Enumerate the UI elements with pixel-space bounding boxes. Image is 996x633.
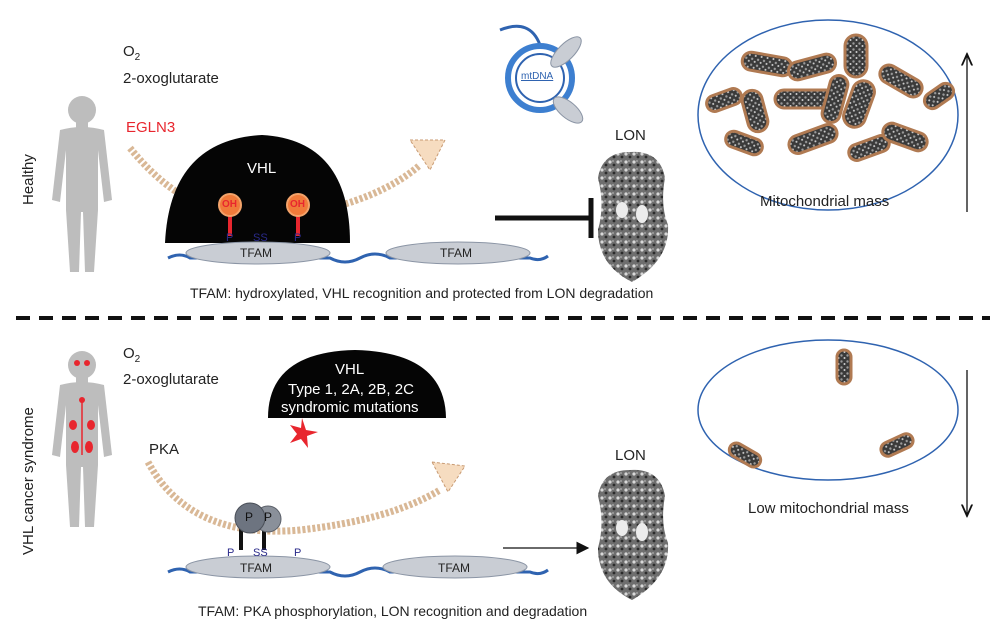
o2-text: O — [123, 43, 135, 60]
mtdna-label: mtDNA — [521, 71, 554, 82]
p-label-cancer-1: P — [227, 547, 235, 559]
vhl-dome — [165, 135, 350, 243]
oh-label-2: OH — [290, 199, 305, 210]
pka-arc-arrow — [144, 460, 442, 535]
cancer-caption: TFAM: PKA phosphorylation, LON recogniti… — [198, 603, 588, 619]
lon-protease-icon — [598, 469, 669, 600]
vhl-label: VHL — [247, 160, 277, 177]
lon-label-cancer: LON — [615, 447, 646, 464]
oxoglutarate-label-cancer: 2-oxoglutarate — [123, 371, 219, 388]
lon-protease-icon — [598, 151, 669, 282]
tfam-1-cancer — [185, 555, 331, 579]
low-mitochondrial-mass-label: Low mitochondrial mass — [748, 500, 909, 517]
tfam-2-cancer — [382, 555, 528, 579]
o2-text-cancer: O — [123, 345, 135, 362]
pka-label: PKA — [149, 441, 180, 458]
oxoglutarate-label: 2-oxoglutarate — [123, 70, 219, 87]
egln3-label: EGLN3 — [126, 119, 176, 136]
tfam-label-2: TFAM — [440, 246, 472, 260]
tfam-1-healthy — [185, 241, 331, 265]
vhl-mutant-dome — [268, 350, 446, 418]
phosphate-p-1: P — [245, 510, 254, 524]
o2-label-cancer: O2 — [123, 345, 140, 365]
phosphate-p-2: P — [264, 510, 273, 524]
tfam-2-healthy — [385, 241, 531, 265]
mutation-star-icon — [290, 418, 318, 448]
vhl-mutation-line2: syndromic mutations — [281, 399, 419, 416]
oh-label-1: OH — [222, 199, 237, 210]
ss-label: SS — [253, 232, 268, 244]
oh-group-2 — [286, 193, 310, 236]
mitochondria-container-healthy — [697, 19, 959, 211]
mtdna-icon — [499, 24, 584, 124]
healthy-caption: TFAM: hydroxylated, VHL recognition and … — [190, 285, 654, 301]
p-label-cancer-2: P — [294, 547, 302, 559]
cancer-row-label: VHL cancer syndrome — [20, 407, 37, 555]
healthy-row-label: Healthy — [20, 154, 37, 205]
o2-subscript-cancer: 2 — [134, 354, 141, 365]
tfam-label-cancer-1: TFAM — [240, 561, 272, 575]
mitochondrial-mass-label: Mitochondrial mass — [760, 193, 890, 210]
o2-label: O2 — [123, 43, 140, 63]
p-label-1: P — [226, 232, 234, 244]
ss-label-cancer: SS — [253, 547, 268, 559]
tfam-label-1: TFAM — [240, 246, 272, 260]
lon-label-healthy: LON — [615, 127, 646, 144]
egln3-arrowhead — [409, 139, 446, 171]
oh-group-1 — [218, 193, 242, 236]
vhl-mutant-label: VHL — [335, 361, 365, 378]
mitochondrion-icon — [705, 33, 956, 162]
mitochondrion-icon — [727, 348, 915, 469]
p-label-2: P — [294, 232, 302, 244]
pka-arrowhead — [431, 461, 466, 493]
phosphate-group — [234, 502, 282, 550]
dna-strand-cancer — [167, 566, 549, 578]
tfam-label-cancer-2: TFAM — [438, 561, 470, 575]
human-silhouette-icon — [52, 351, 112, 527]
mitochondria-container-cancer — [697, 339, 959, 481]
human-silhouette-icon — [52, 96, 112, 272]
vhl-mutation-line1: Type 1, 2A, 2B, 2C — [288, 381, 414, 398]
dna-strand-healthy — [167, 252, 549, 264]
o2-subscript: 2 — [134, 52, 141, 63]
